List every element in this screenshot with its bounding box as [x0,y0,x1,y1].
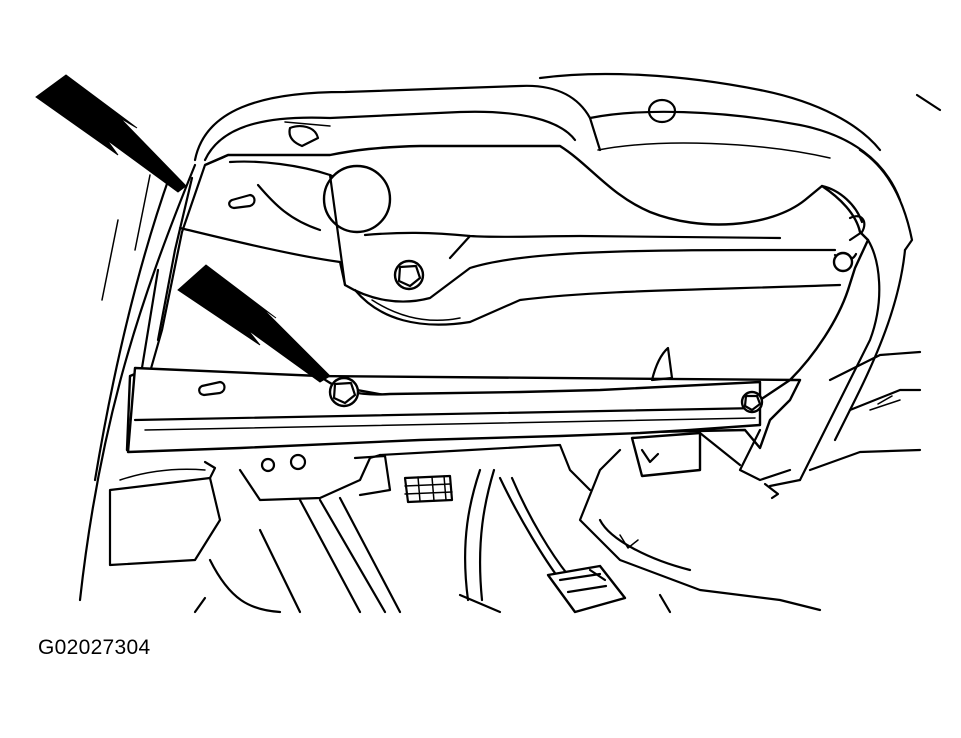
lower-components [108,443,672,614]
bolt-lower [328,376,360,408]
bolt-right [740,390,764,414]
figure-code: G02027304 [38,636,151,659]
arrow-icon [35,74,187,193]
bolt-clip [832,251,854,273]
background-structure [78,72,942,602]
arrow-icon [177,264,331,383]
bolt-upper [393,259,425,291]
right-structure [578,238,922,612]
